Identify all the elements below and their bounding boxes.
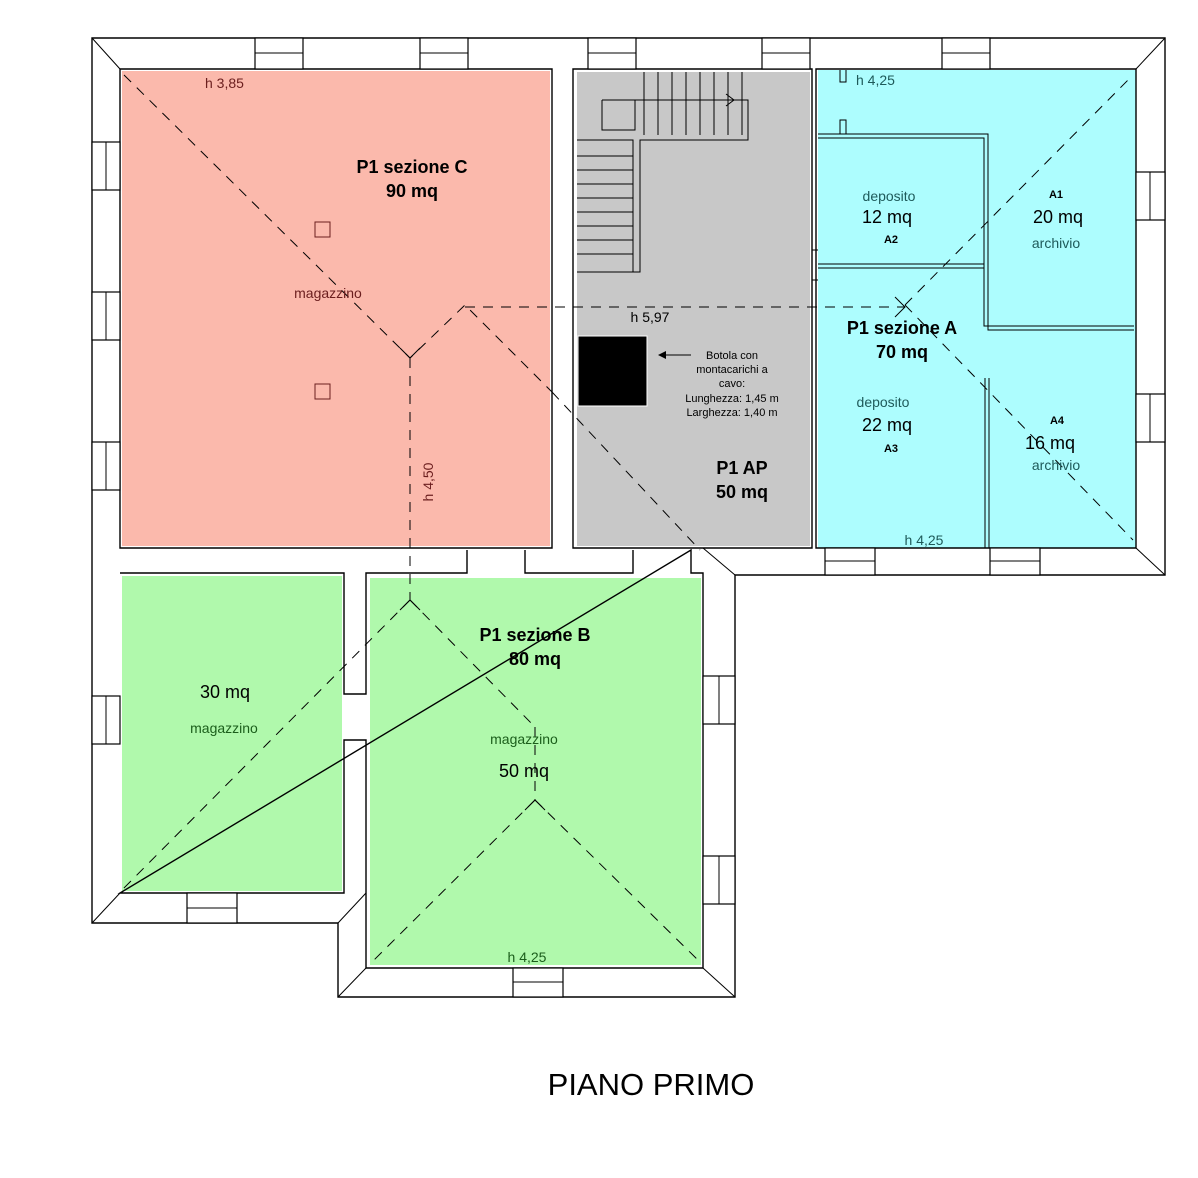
- section-b-use: magazzino: [490, 731, 558, 747]
- section-b-name: P1 sezione B: [479, 625, 590, 645]
- hoist-opening: [577, 335, 648, 407]
- section-b-small-area: 30 mq: [200, 682, 250, 702]
- room-a3-code: A3: [884, 443, 898, 455]
- plan-title: PIANO PRIMO: [548, 1067, 755, 1102]
- section-a-partitions: [812, 70, 1134, 548]
- room-a4-area: 16 mq: [1025, 433, 1075, 453]
- room-a4-use: archivio: [1032, 457, 1080, 473]
- section-c-area: 90 mq: [386, 181, 438, 201]
- hoist-note-3: cavo:: [719, 378, 745, 390]
- section-b-area-inner: 50 mq: [499, 761, 549, 781]
- section-c-name: P1 sezione C: [356, 157, 467, 177]
- windows: [91, 37, 1166, 998]
- pillar-1: [314, 221, 331, 238]
- room-a2-use: deposito: [863, 188, 916, 204]
- section-ap-fill: [577, 72, 810, 546]
- section-c-height-mid: h 4,50: [420, 462, 436, 501]
- section-b-small-use: magazzino: [190, 720, 258, 736]
- section-c-fill: [122, 71, 550, 546]
- section-ap-area: 50 mq: [716, 482, 768, 502]
- room-a2-code: A2: [884, 234, 898, 246]
- section-a-height-top: h 4,25: [856, 72, 895, 88]
- roof-lines: [121, 74, 1134, 963]
- hoist-note-2: montacarichi a: [696, 364, 768, 376]
- hoist-note-4: Lunghezza: 1,45 m: [685, 393, 779, 405]
- section-ap-height: h 5,97: [631, 309, 670, 325]
- section-a-area: 70 mq: [876, 342, 928, 362]
- section-a-fill: [818, 70, 1136, 548]
- section-ap-name: P1 AP: [716, 458, 767, 478]
- room-a2-area: 12 mq: [862, 207, 912, 227]
- room-a3-area: 22 mq: [862, 415, 912, 435]
- room-a1-area: 20 mq: [1033, 207, 1083, 227]
- hoist-note-5: Larghezza: 1,40 m: [686, 407, 777, 419]
- section-b-area: 80 mq: [509, 649, 561, 669]
- room-a3-use: deposito: [857, 394, 910, 410]
- section-a-height-bottom: h 4,25: [905, 532, 944, 548]
- hoist-note-1: Botola con: [706, 350, 758, 362]
- section-a-name: P1 sezione A: [847, 318, 957, 338]
- section-b-height: h 4,25: [508, 949, 547, 965]
- section-c-use: magazzino: [294, 285, 362, 301]
- hoist-arrow: [658, 351, 691, 359]
- section-c-height-top: h 3,85: [205, 75, 244, 91]
- staircase: [577, 72, 749, 273]
- room-a4-code: A4: [1050, 415, 1065, 427]
- room-a1-use: archivio: [1032, 235, 1080, 251]
- section-b-small-fill: [122, 576, 342, 891]
- pillar-2: [314, 383, 331, 400]
- room-a1-code: A1: [1049, 189, 1063, 201]
